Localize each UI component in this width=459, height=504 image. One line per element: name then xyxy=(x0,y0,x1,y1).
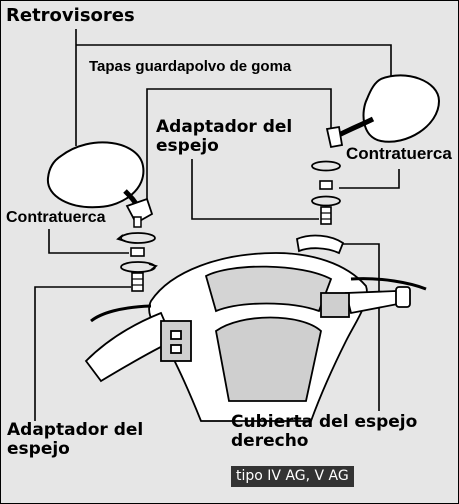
label-retrovisores: Retrovisores xyxy=(6,5,135,26)
left-mirror-glass xyxy=(46,141,145,209)
instrument-cluster xyxy=(204,265,333,313)
label-adaptador-espejo-top: Adaptador del espejo xyxy=(156,117,293,157)
leader-cubierta xyxy=(343,243,380,411)
leader-adaptador-bottom xyxy=(34,286,131,421)
leader-contratuerca-right xyxy=(339,169,400,189)
right-brake-lever xyxy=(350,277,427,291)
right-mirror-glass xyxy=(362,74,441,143)
label-tapas-guardapolvo: Tapas guardapolvo de goma xyxy=(89,58,292,75)
left-adapter xyxy=(131,272,144,292)
right-grip-end xyxy=(395,286,411,308)
left-brake-lever xyxy=(90,304,152,323)
right-rubber-cap xyxy=(325,125,344,149)
left-mirror xyxy=(46,141,158,292)
label-cubierta-espejo-derecho: Cubierta del espejo derecho xyxy=(231,412,418,452)
leader-tapas xyxy=(146,88,332,199)
left-locknut-upper xyxy=(120,232,156,244)
left-locknut-arrow-lower xyxy=(148,263,158,271)
label-contratuerca-right: Contratuerca xyxy=(346,144,452,163)
right-mirror xyxy=(295,74,441,255)
left-grip xyxy=(84,311,175,383)
leader-retrovisores xyxy=(75,29,392,146)
right-locknut-lower xyxy=(311,195,341,207)
leader-contratuerca-left xyxy=(48,229,129,254)
label-adaptador-espejo-bottom: Adaptador del espejo xyxy=(7,420,144,460)
left-mirror-rod xyxy=(133,216,142,228)
headlight-frame xyxy=(215,316,322,402)
left-nut xyxy=(130,247,145,257)
model-type-tag: tipo IV AG, V AG xyxy=(231,466,354,487)
leader-lines xyxy=(34,29,400,421)
right-switch-box xyxy=(320,292,350,318)
right-adapter xyxy=(320,206,332,225)
leader-adaptador-top xyxy=(191,159,319,220)
left-locknut-arrow-upper xyxy=(116,234,126,242)
left-switch-box xyxy=(160,320,192,362)
right-locknut-upper xyxy=(311,160,341,172)
right-mirror-cover xyxy=(295,234,345,255)
label-contratuerca-left: Contratuerca xyxy=(6,209,106,226)
right-grip xyxy=(344,290,405,315)
scooter-handlebar xyxy=(84,252,427,422)
right-nut xyxy=(319,180,333,190)
